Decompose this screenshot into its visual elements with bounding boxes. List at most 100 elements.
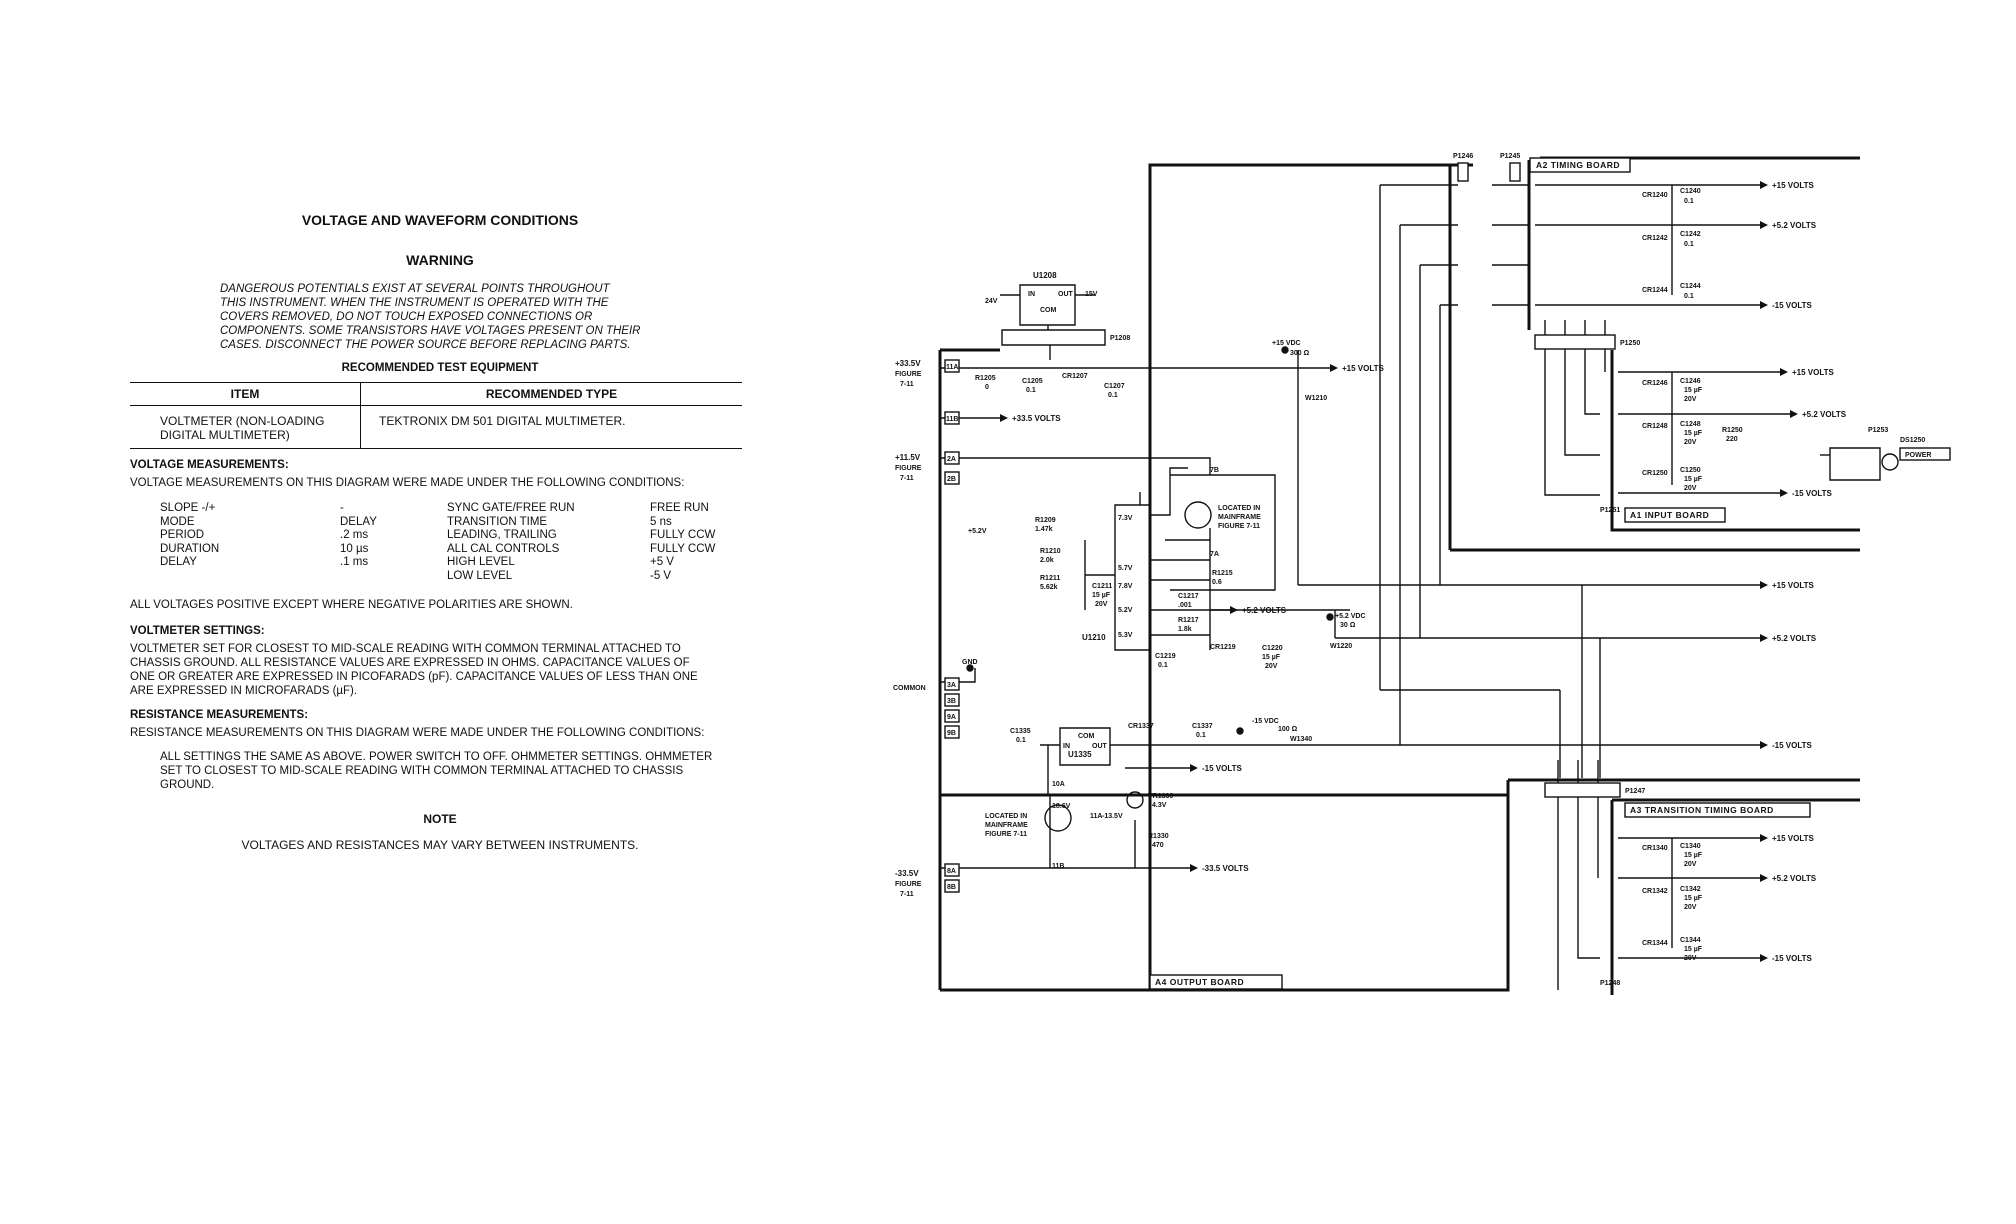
setting-name: DURATION <box>160 542 220 555</box>
setting-value: .1 ms <box>340 556 369 568</box>
input-label: +11.5V <box>895 453 921 462</box>
equipment-item-line: DIGITAL MULTIMETER) <box>160 428 290 442</box>
rail-label: -15 VOLTS <box>1772 954 1813 963</box>
resistance-heading: RESISTANCE MEASUREMENTS: <box>130 709 309 721</box>
component-value: 15 µF <box>1684 946 1703 953</box>
a1-feed <box>1544 345 1600 496</box>
gnd-point <box>966 664 974 672</box>
pin-label: 2A <box>947 456 956 463</box>
warning-title: WARNING <box>406 252 474 268</box>
settings-row: DURATION 10 µs ALL CAL CONTROLS FULLY CC… <box>130 543 750 557</box>
connector-label: P1248 <box>1600 980 1620 987</box>
input-figure-num: 7-11 <box>900 381 914 388</box>
pin-3a <box>944 677 960 691</box>
resistance-line: ALL SETTINGS THE SAME AS ABOVE. POWER SW… <box>160 751 713 763</box>
resistance-line: GROUND. <box>160 779 215 791</box>
component-label: CR1248 <box>1642 423 1668 430</box>
pin-label: 8A <box>947 868 956 875</box>
voltage-label: 5.3V <box>1118 632 1133 639</box>
component-value: 0.1 <box>1016 737 1026 744</box>
polarity-note: ALL VOLTAGES POSITIVE EXCEPT WHERE NEGAT… <box>130 599 573 611</box>
component-value: 0.1 <box>1684 293 1694 300</box>
arrow-icon <box>1760 834 1768 842</box>
rail-label: +5.2 VOLTS <box>1242 606 1287 615</box>
gnd-label: GND <box>962 659 978 666</box>
connector-label: P1246 <box>1453 153 1473 160</box>
component-label: C1340 <box>1680 843 1701 850</box>
component-label: R1211 <box>1040 575 1060 582</box>
pin-3b <box>944 693 960 707</box>
a2-label-box <box>1529 157 1631 173</box>
voltage-label: 7.3V <box>1118 515 1133 522</box>
resistance-section: RESISTANCE MEASUREMENTS: RESISTANCE MEAS… <box>130 708 750 792</box>
component-value: 1.8k <box>1178 626 1192 633</box>
a3-board-bottom <box>940 780 1510 992</box>
component-label: W1210 <box>1305 395 1327 402</box>
connector-label: P1253 <box>1868 427 1888 434</box>
setting-value: 5 ns <box>650 515 672 528</box>
voltage-label: 18.6V <box>1052 803 1071 810</box>
board-a3-label: A3 TRANSITION TIMING BOARD <box>1630 805 1774 815</box>
pin-9b <box>944 725 960 739</box>
component-value: 5.62k <box>1040 584 1058 591</box>
setting-name: PERIOD <box>160 529 205 541</box>
ds1250-label: DS1250 <box>1900 437 1925 444</box>
component-value: 0.6 <box>1212 579 1222 586</box>
note-title: NOTE <box>423 812 457 826</box>
voltmeter-line: ONE OR GREATER ARE EXPRESSED IN PICOFARA… <box>130 671 698 683</box>
u1335-box <box>1059 727 1111 766</box>
pin-label: 7A <box>1210 551 1219 558</box>
component-value: 20V <box>1265 663 1278 670</box>
component-label: CR1242 <box>1642 235 1668 242</box>
setting-name: LOW LEVEL <box>447 569 513 582</box>
test-point-p15vdc <box>1281 346 1289 354</box>
voltage-section: VOLTAGE MEASUREMENTS: VOLTAGE MEASUREMEN… <box>130 458 750 490</box>
component-value: 1.47k <box>1035 526 1053 533</box>
warning-line: CASES. DISCONNECT THE POWER SOURCE BEFOR… <box>220 339 631 351</box>
component-value: 0.1 <box>1026 387 1036 394</box>
arrow-icon <box>1760 301 1768 309</box>
setting-name: SLOPE -/+ <box>160 502 216 514</box>
transistor-symbol-2 <box>1044 804 1072 832</box>
warning-line: THIS INSTRUMENT. WHEN THE INSTRUMENT IS … <box>220 297 609 309</box>
rail-label: +15 VOLTS <box>1772 581 1815 590</box>
u1335-in-label: IN <box>1063 743 1070 750</box>
component-label: R1205 <box>975 375 996 382</box>
pin-label: 11A <box>1090 813 1102 820</box>
voltage-heading: VOLTAGE MEASUREMENTS: <box>130 459 289 471</box>
setting-name: HIGH LEVEL <box>447 556 515 568</box>
component-label: R1210 <box>1040 548 1061 555</box>
component-label: C1250 <box>1680 467 1701 474</box>
connector-label: P1245 <box>1500 153 1520 160</box>
arrow-icon <box>1190 864 1198 872</box>
voltmeter-heading: VOLTMETER SETTINGS: <box>130 625 265 637</box>
test-point-m15vdc <box>1236 727 1244 735</box>
component-label: C1242 <box>1680 231 1701 238</box>
input-figure-num: 7-11 <box>900 891 914 898</box>
component-label: R1209 <box>1035 517 1056 524</box>
a1-label-box <box>1624 507 1726 523</box>
component-label: VR1330 <box>1148 793 1173 800</box>
test-point-value: 30 Ω <box>1340 622 1356 629</box>
pin-label: 2B <box>947 476 956 483</box>
arrow-icon <box>1330 364 1338 372</box>
input-figure: FIGURE <box>895 881 922 888</box>
a4-label-box <box>1149 974 1283 990</box>
rail-label: +5.2 VOLTS <box>1772 634 1817 643</box>
located-label: MAINFRAME <box>985 822 1028 829</box>
component-label: CR1219 <box>1210 644 1236 651</box>
component-label: C1246 <box>1680 378 1701 385</box>
arrow-icon <box>1000 414 1008 422</box>
arrow-icon <box>1190 764 1198 772</box>
input-figure: FIGURE <box>895 465 922 472</box>
u1210-box <box>1114 504 1151 651</box>
equipment-header-type: RECOMMENDED TYPE <box>360 382 742 406</box>
component-label: CR1344 <box>1642 940 1668 947</box>
setting-value: FREE RUN <box>650 502 709 514</box>
setting-value: -5 V <box>650 569 672 582</box>
rail-label: -15 VOLTS <box>1772 301 1813 310</box>
board-a4-label: A4 OUTPUT BOARD <box>1155 977 1244 987</box>
component-label: CR1244 <box>1642 287 1668 294</box>
component-label: C1220 <box>1262 645 1283 652</box>
component-value: 20V <box>1684 439 1697 446</box>
